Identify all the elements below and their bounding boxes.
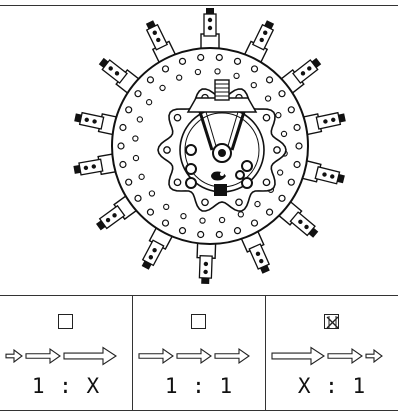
- blade-icon: [300, 159, 345, 185]
- blade-icon: [276, 199, 319, 238]
- blade-icon: [73, 152, 118, 176]
- ratio-option-1[interactable]: 1 : X: [0, 296, 132, 410]
- top-border: [0, 5, 398, 6]
- blade-icon: [279, 57, 322, 95]
- blade-icon: [301, 111, 346, 136]
- ratio-label: X : 1: [297, 374, 367, 398]
- rotary-mechanism-drawing: [73, 8, 346, 285]
- arrow-icon: [5, 348, 23, 364]
- arrow-icon: [63, 346, 118, 366]
- arrow-icon: [365, 348, 383, 364]
- ratio-checkbox[interactable]: [191, 314, 206, 329]
- arrow-icon: [271, 346, 326, 366]
- bottom-border: [0, 410, 398, 411]
- ratio-label: 1 : 1: [164, 374, 234, 398]
- arrow-icon: [214, 347, 250, 365]
- section-divider: [0, 295, 398, 296]
- arrow-sequence-icon: [138, 347, 250, 365]
- ratio-label: 1 : X: [31, 374, 101, 398]
- blade-icon: [74, 111, 119, 136]
- arrow-sequence-icon: [5, 346, 118, 366]
- blade-icon: [141, 225, 174, 270]
- arrow-sequence-icon: [271, 346, 383, 366]
- peripheral-blades: [73, 8, 346, 285]
- ratio-option-3[interactable]: X : 1: [265, 296, 398, 410]
- ratio-option-2[interactable]: 1 : 1: [132, 296, 265, 410]
- inner-hub: [157, 79, 287, 212]
- arrow-icon: [327, 347, 363, 365]
- ratio-checkbox[interactable]: [58, 314, 73, 329]
- arrow-icon: [25, 347, 61, 365]
- arrow-icon: [176, 347, 212, 365]
- arrow-icon: [138, 347, 174, 365]
- ratio-checkbox[interactable]: [324, 314, 339, 329]
- blade-icon: [200, 8, 220, 51]
- ratio-options: 1 : X 1 : 1 X : 1: [0, 296, 398, 410]
- blade-icon: [196, 240, 217, 285]
